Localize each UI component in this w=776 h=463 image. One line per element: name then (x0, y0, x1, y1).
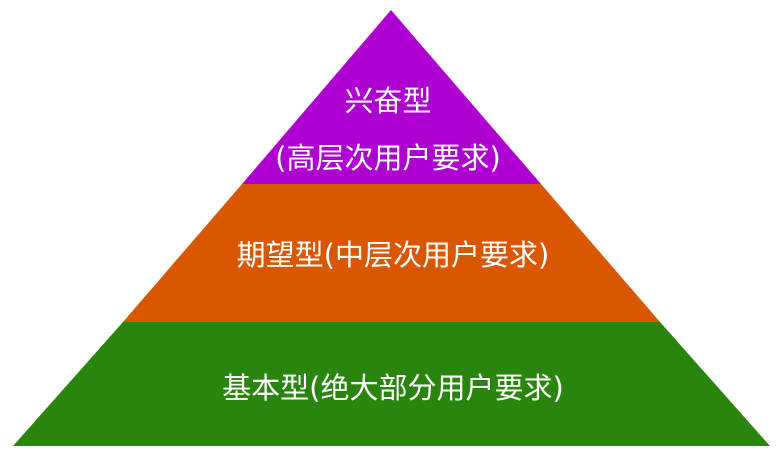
tier-bottom-title: 基本型(绝大部分用户要求) (222, 371, 564, 405)
pyramid-tier-top (242, 10, 541, 184)
pyramid-tier-bottom (13, 322, 770, 446)
tier-top-title: 兴奋型 (344, 84, 432, 118)
tier-top-subtitle: (高层次用户要求) (275, 141, 501, 175)
tier-middle-title: 期望型(中层次用户要求) (236, 238, 550, 272)
pyramid-tier-middle (123, 184, 660, 322)
